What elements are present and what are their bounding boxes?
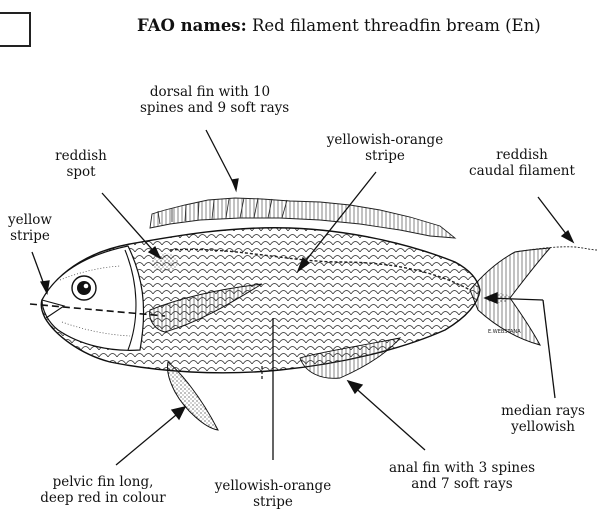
label-median-rays: median rays yellowish	[488, 403, 597, 435]
label-anal-fin: anal fin with 3 spines and 7 soft rays	[372, 460, 552, 492]
label-dorsal-fin: dorsal fin with 10 spines and 9 soft ray…	[140, 84, 280, 116]
arrow-pelvic-fin	[116, 410, 182, 465]
label-reddish-caudal-filament: reddish caudal filament	[462, 147, 582, 179]
label-yellowish-orange-stripe-top: yellowish-orange stripe	[320, 132, 450, 164]
arrow-dorsal	[206, 130, 236, 188]
arrow-anal-fin	[351, 384, 425, 450]
label-pelvic-fin: pelvic fin long, deep red in colour	[18, 474, 188, 506]
label-yellow-stripe: yellow stripe	[0, 212, 60, 244]
artist-signature: E.WEBSTANA	[488, 329, 521, 335]
fish-head	[42, 246, 144, 350]
label-reddish-spot: reddish spot	[46, 148, 116, 180]
label-yellowish-orange-stripe-bottom: yellowish-orange stripe	[208, 478, 338, 510]
arrow-median-rays	[543, 300, 555, 398]
